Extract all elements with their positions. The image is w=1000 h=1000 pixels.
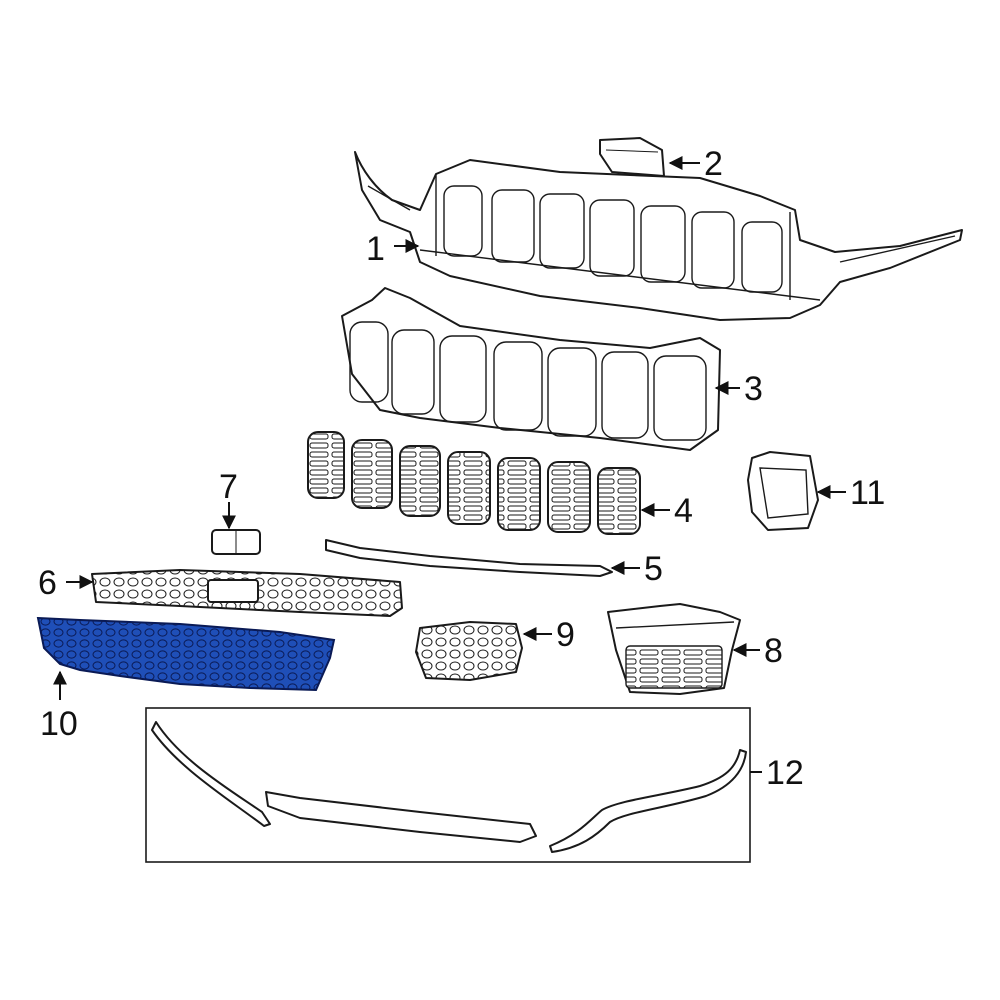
part-10-lower-grille-highlighted[interactable] xyxy=(36,616,336,692)
callout-9: 9 xyxy=(556,616,575,654)
part-8-lamp-housing[interactable] xyxy=(607,603,741,695)
callout-4: 4 xyxy=(674,492,693,530)
part-12-molding-set[interactable] xyxy=(145,707,751,863)
callout-labels: 1 2 3 4 5 6 7 8 9 10 11 12 xyxy=(38,145,885,792)
callout-12: 12 xyxy=(766,754,804,792)
part-4-grille-inserts[interactable] xyxy=(307,431,641,535)
callout-11: 11 xyxy=(850,474,885,512)
part-11-bezel[interactable] xyxy=(747,451,819,531)
part-2-bracket[interactable] xyxy=(599,137,665,177)
part-5-lower-molding[interactable] xyxy=(325,539,613,577)
part-7-sensor-cover[interactable] xyxy=(211,529,261,555)
callout-6: 6 xyxy=(38,564,57,602)
callout-3: 3 xyxy=(744,370,763,408)
part-9-side-grille[interactable] xyxy=(415,621,523,681)
callout-10: 10 xyxy=(40,705,78,743)
callout-8: 8 xyxy=(764,632,783,670)
callout-5: 5 xyxy=(644,550,663,588)
callout-7: 7 xyxy=(219,468,238,506)
part-1-grille-carrier[interactable] xyxy=(354,151,963,321)
part-6-lower-grille[interactable] xyxy=(91,569,403,617)
callout-leaders xyxy=(53,156,846,773)
callout-1: 1 xyxy=(366,230,385,268)
callout-2: 2 xyxy=(704,145,723,183)
part-3-grille-frame[interactable] xyxy=(341,287,721,451)
